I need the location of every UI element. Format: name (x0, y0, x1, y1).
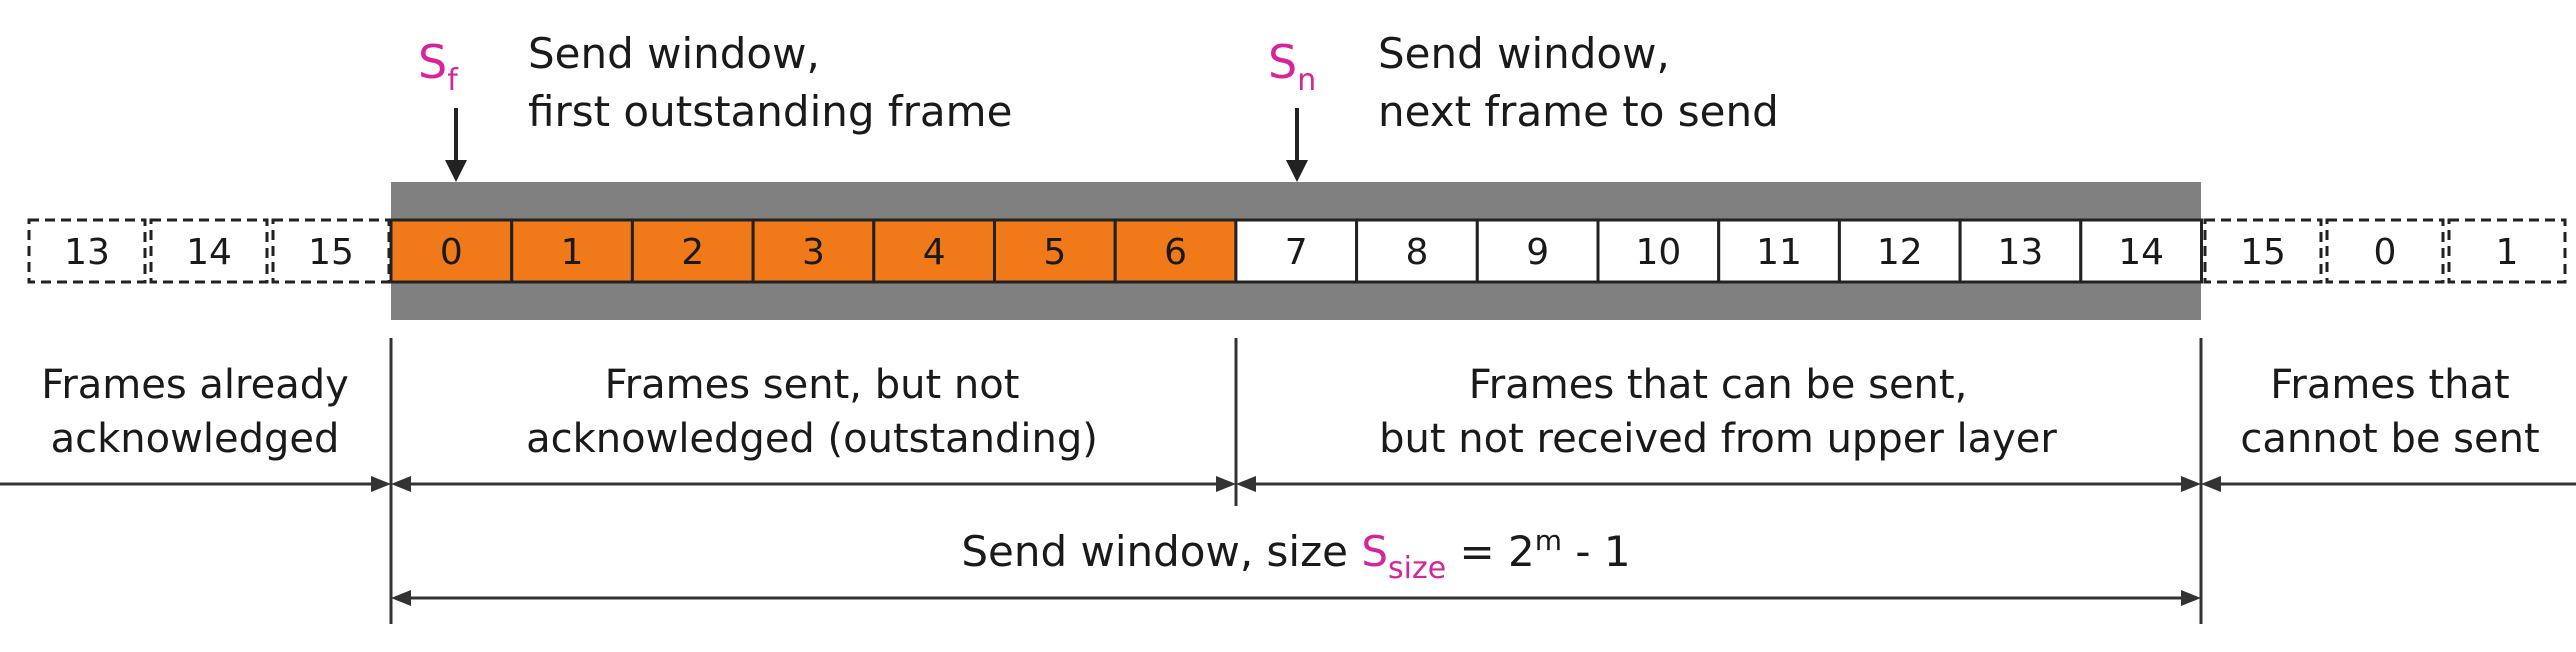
sn-pointer-label: Sn (1268, 35, 1316, 98)
frame-number-sendable-5: 12 (1877, 232, 1923, 273)
sf-caption-line1: Send window, (528, 29, 820, 78)
sn-subscript: n (1297, 63, 1316, 98)
window-size-suffix: - 1 (1562, 527, 1631, 576)
frame-cell-outstanding-0 (389, 218, 514, 284)
region-acknowledged-line2: acknowledged (51, 416, 340, 462)
window-size-label: Send window, size Ssize = 2m - 1 (961, 524, 1630, 586)
frame-number-left_dashed-2: 15 (308, 232, 354, 273)
sn-caption-line2: next frame to send (1378, 87, 1779, 136)
region-unsendable-line2: cannot be sent (2240, 416, 2539, 462)
frame-cell-sendable-7 (2079, 218, 2204, 284)
frame-cell-right_dashed-0 (2203, 218, 2323, 284)
sf-pointer-arrow (445, 108, 467, 182)
frame-number-right_dashed-2: 1 (2496, 232, 2519, 273)
frame-cell-left_dashed-1 (149, 218, 269, 284)
sn-pointer-arrow (1286, 108, 1308, 182)
frame-number-right_dashed-1: 0 (2374, 232, 2397, 273)
span-arrow-sendable (1236, 476, 2201, 492)
frame-cell-sendable-2 (1475, 218, 1600, 284)
frame-number-left_dashed-1: 14 (186, 232, 232, 273)
sn-symbol: S (1268, 35, 1297, 89)
frame-number-outstanding-3: 3 (802, 232, 825, 273)
region-outstanding-line2: acknowledged (outstanding) (526, 416, 1098, 462)
frame-cell-left_dashed-2 (271, 218, 391, 284)
region-acknowledged-line1: Frames already (41, 362, 349, 408)
frame-number-outstanding-1: 1 (561, 232, 584, 273)
frame-number-outstanding-2: 2 (681, 232, 704, 273)
window-size-equals: = 2 (1446, 527, 1535, 576)
frame-number-sendable-6: 13 (1998, 232, 2044, 273)
frame-number-sendable-1: 8 (1405, 232, 1428, 273)
frame-cell-right_dashed-1 (2325, 218, 2445, 284)
span-arrow-unsendable (2201, 476, 2576, 492)
window-size-exponent: m (1535, 524, 1562, 557)
span-arrow-acknowledged (0, 476, 391, 492)
span-arrow-send-window (391, 590, 2201, 606)
window-size-subscript: size (1388, 551, 1446, 586)
frame-number-left_dashed-0: 13 (64, 232, 110, 273)
region-outstanding-line1: Frames sent, but not (605, 362, 1020, 408)
sf-subscript: f (447, 63, 459, 98)
frame-cell-outstanding-2 (630, 218, 755, 284)
region-sendable-line2: but not received from upper layer (1379, 416, 2057, 462)
frame-number-sendable-4: 11 (1756, 232, 1802, 273)
frame-number-sendable-3: 10 (1635, 232, 1681, 273)
frame-number-right_dashed-0: 15 (2240, 232, 2286, 273)
sn-caption-line1: Send window, (1378, 29, 1670, 78)
frame-number-outstanding-4: 4 (923, 232, 946, 273)
region-unsendable-line1: Frames that (2270, 362, 2509, 408)
frame-cell-sendable-0 (1234, 218, 1359, 284)
window-size-symbol: S (1361, 527, 1388, 576)
span-arrow-outstanding (391, 476, 1236, 492)
region-sendable-line1: Frames that can be sent, (1469, 362, 1968, 408)
frame-number-sendable-0: 7 (1285, 232, 1308, 273)
window-size-prefix: Send window, size (961, 527, 1361, 576)
frame-number-outstanding-6: 6 (1164, 232, 1187, 273)
sf-caption-line2: first outstanding frame (528, 87, 1012, 136)
frame-cell-right_dashed-2 (2447, 218, 2567, 284)
sf-symbol: S (418, 35, 447, 89)
frame-cell-outstanding-6 (1113, 218, 1238, 284)
sf-pointer-label: Sf (418, 35, 459, 98)
frame-number-sendable-7: 14 (2118, 232, 2164, 273)
frame-number-outstanding-0: 0 (440, 232, 463, 273)
frame-number-sendable-2: 9 (1526, 232, 1549, 273)
frame-cell-sendable-1 (1355, 218, 1479, 284)
frame-number-outstanding-5: 5 (1043, 232, 1066, 273)
frame-cell-left_dashed-0 (27, 218, 147, 284)
